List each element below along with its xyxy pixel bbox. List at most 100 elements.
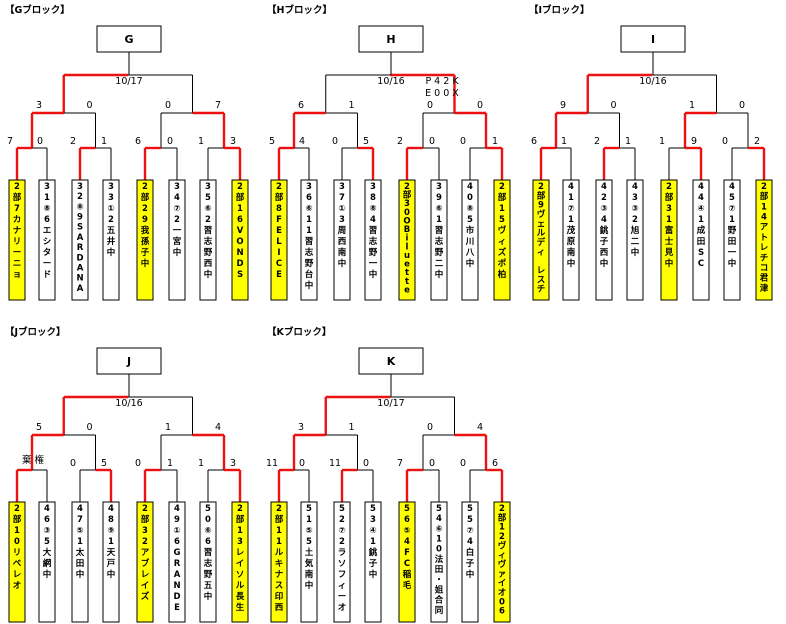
block-label: 【Kブロック】 [267, 326, 331, 338]
team-box [199, 501, 217, 623]
score: 1 [492, 136, 498, 147]
score: 6 [531, 136, 537, 147]
score: 1 [198, 458, 204, 469]
score: 1 [101, 136, 107, 147]
score: 1 [348, 100, 354, 111]
score: 0 [332, 136, 338, 147]
team-box [168, 501, 186, 623]
team-box [333, 179, 351, 301]
team-box [692, 179, 710, 301]
score: 0 [363, 458, 369, 469]
score: 0 [429, 458, 435, 469]
score: 0 [70, 458, 76, 469]
team-box [270, 179, 288, 301]
team-box [231, 501, 249, 623]
team-box [38, 501, 56, 623]
team-box [660, 179, 678, 301]
score: 4 [299, 136, 305, 147]
score: 7 [215, 100, 221, 111]
score: 5 [269, 136, 275, 147]
score: 4 [477, 422, 483, 433]
score: 2 [70, 136, 76, 147]
team-box [532, 179, 550, 301]
team-box [199, 179, 217, 301]
score: 0 [477, 100, 483, 111]
team-box [723, 179, 741, 301]
score: 1 [561, 136, 567, 147]
score: 0 [165, 100, 171, 111]
team-box [8, 501, 26, 623]
team-box [38, 179, 56, 301]
score: 4 [215, 422, 221, 433]
team-box [595, 179, 613, 301]
team-box [8, 179, 26, 301]
score: 1 [198, 136, 204, 147]
score: 6 [135, 136, 141, 147]
team-box [430, 501, 448, 623]
score: 11 [266, 458, 278, 469]
block-label: 【Hブロック】 [267, 4, 332, 16]
team-box [364, 179, 382, 301]
score: 0 [460, 136, 466, 147]
score: 0 [610, 100, 616, 111]
team-box [430, 179, 448, 301]
team-box [102, 501, 120, 623]
score: 1 [165, 422, 171, 433]
team-box [364, 501, 382, 623]
team-box [626, 179, 644, 301]
score: 5 [363, 136, 369, 147]
team-box [300, 501, 318, 623]
score: 0 [86, 422, 92, 433]
team-box [493, 501, 511, 623]
team-box [461, 179, 479, 301]
team-box [71, 179, 89, 301]
score: 0 [427, 100, 433, 111]
score: 7 [7, 136, 13, 147]
score: 0 [37, 136, 43, 147]
team-box [102, 179, 120, 301]
score: 1 [348, 422, 354, 433]
block-header: I [651, 33, 655, 46]
score: 0 [167, 136, 173, 147]
match-date: 10/16 [115, 398, 142, 409]
score: 2 [594, 136, 600, 147]
team-box [270, 501, 288, 623]
score: 2 [754, 136, 760, 147]
score: 2 [397, 136, 403, 147]
block-label: 【Iブロック】 [529, 4, 590, 16]
score: 6 [492, 458, 498, 469]
block-label: 【Gブロック】 [5, 4, 70, 16]
block-header-box [96, 25, 162, 53]
team-box [136, 501, 154, 623]
score: 6 [298, 100, 304, 111]
team-box [168, 179, 186, 301]
score: 0 [722, 136, 728, 147]
team-box [231, 179, 249, 301]
score: 5 [36, 422, 42, 433]
